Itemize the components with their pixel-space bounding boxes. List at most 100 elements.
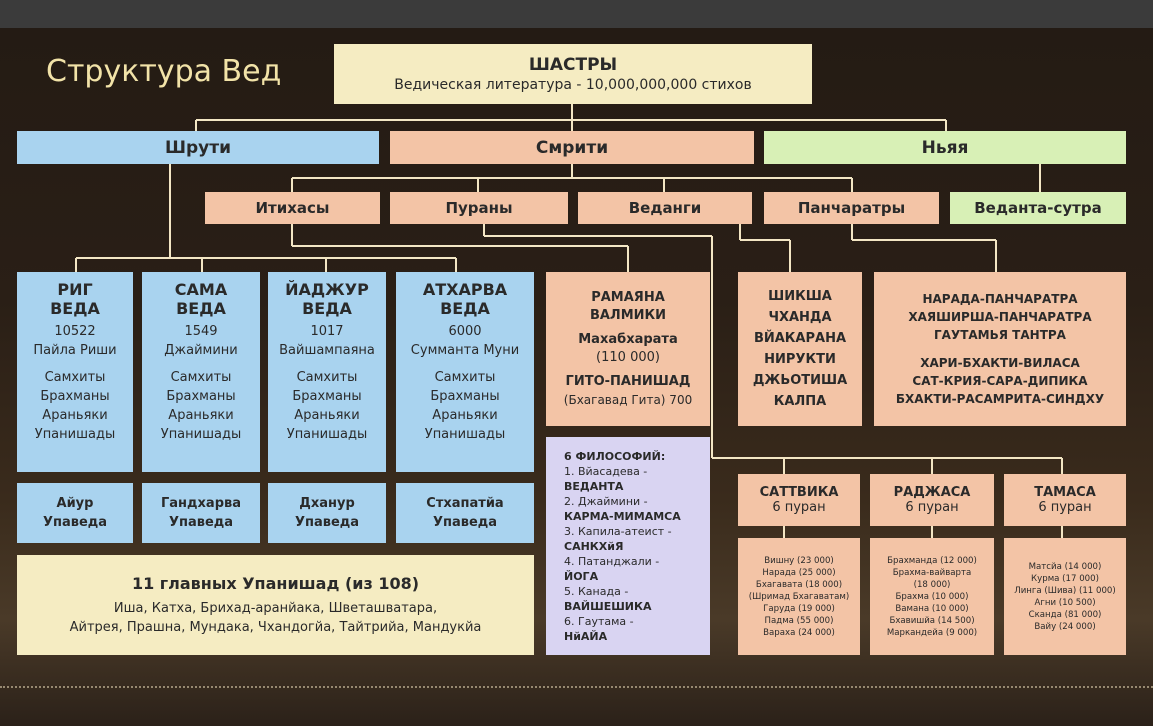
philosophy-name: ВЕДАНТА — [564, 479, 624, 493]
vedanga-item: ДЖЬОТИША — [752, 373, 848, 388]
veda-part: Упанишады — [160, 427, 242, 442]
purana-item: Агни (10 500) — [1034, 597, 1096, 608]
rajasa-box: РАДЖАСА 6 пуран — [870, 474, 994, 526]
upaveda-box: Айур Упаведа — [17, 483, 133, 543]
upaveda-box: Стхапатйа Упаведа — [396, 483, 534, 543]
vedanga-item: ЧХАНДА — [768, 310, 832, 325]
tamasa-list: Матсйа (14 000) Курма (17 000) Линга (Ши… — [1004, 538, 1126, 655]
purana-item: Брахма (10 000) — [895, 591, 969, 602]
veda-part: Брахманы — [430, 389, 500, 404]
veda-count: 1549 — [184, 324, 218, 339]
gitopanishad-label: ГИТО-ПАНИШАД — [565, 374, 691, 389]
vedanga-item: КАЛПА — [773, 394, 827, 409]
purana-item: Бхагавата (18 000) — [755, 579, 843, 590]
purana-item: Нарада (25 000) — [762, 567, 836, 578]
veda-person: Вайшампаяна — [279, 343, 375, 358]
pancharatra-item: БХАКТИ-РАСАМРИТА-СИНДХУ — [895, 392, 1105, 406]
veda-part: Самхиты — [296, 370, 358, 385]
veda-part: Араньяки — [42, 408, 108, 423]
guna-sub: 6 пуран — [772, 500, 826, 515]
purana-item: Падма (55 000) — [764, 615, 834, 626]
pancharatry-box: Панчаратры — [764, 192, 939, 224]
guna-name: САТТВИКА — [759, 485, 839, 500]
veda-name: ВЕДА — [50, 299, 100, 318]
purana-item: Сканда (81 000) — [1028, 609, 1102, 620]
page-title: Структура Вед — [46, 54, 282, 89]
purana-item: (Шримад Бхагаватам) — [748, 591, 850, 602]
vedanta-sutra-box: Веданта-сутра — [950, 192, 1126, 224]
veda-person: Пайла Риши — [33, 343, 117, 358]
philosophy-name: НйАЙА — [564, 629, 608, 643]
philosophy-author: 5. Канада - — [564, 584, 629, 598]
veda-part: Брахманы — [166, 389, 236, 404]
philosophy-author: 2. Джаймини - — [564, 494, 648, 508]
shastry-box: ШАСТРЫ Ведическая литература - 10,000,00… — [334, 44, 812, 104]
atharva-veda-box: АТХАРВА ВЕДА 6000 Сумманта Муни Самхиты … — [396, 272, 534, 472]
vedanga-item: ВЙАКАРАНА — [753, 331, 847, 346]
philosophy-author: 3. Капила-атеист - — [564, 524, 672, 538]
philosophy-name: САНКХйЯ — [564, 539, 624, 553]
purany-box: Пураны — [390, 192, 568, 224]
upanishads-line: Иша, Катха, Брихад-аранйака, Шветашватар… — [113, 600, 438, 616]
guna-name: РАДЖАСА — [893, 485, 971, 500]
smriti-box: Смрити — [390, 131, 754, 164]
veda-count: 6000 — [448, 324, 482, 339]
purana-item: Бхавишйа (14 500) — [889, 615, 975, 626]
pancharatra-item: ХАЯШИРША-ПАНЧАРАТРА — [908, 310, 1092, 324]
upaveda-label: Упаведа — [432, 515, 498, 530]
guna-name: ТАМАСА — [1034, 485, 1096, 500]
veda-part: Самхиты — [170, 370, 232, 385]
veda-part: Араньяки — [432, 408, 498, 423]
philosophy-author: 6. Гаутама - — [564, 614, 634, 628]
rajasa-list: Брахманда (12 000) Брахма-вайварта (18 0… — [870, 538, 994, 655]
upaveda-box: Гандхарва Упаведа — [142, 483, 260, 543]
philosophy-name: ЙОГА — [564, 569, 599, 583]
purana-item: Вайу (24 000) — [1034, 621, 1096, 632]
pancharatra-item: ГАУТАМЬЯ ТАНТРА — [934, 328, 1066, 342]
purana-item: Маркандейа (9 000) — [886, 627, 978, 638]
shruti-box: Шрути — [17, 131, 379, 164]
vedangi-box: Веданги — [578, 192, 752, 224]
vedanga-item: НИРУКТИ — [764, 352, 836, 367]
purana-item: Курма (17 000) — [1031, 573, 1099, 584]
valmiki-label: ВАЛМИКИ — [589, 308, 667, 323]
vedanga-detail-box: ШИКША ЧХАНДА ВЙАКАРАНА НИРУКТИ ДЖЬОТИША … — [738, 272, 862, 426]
veda-name: ВЕДА — [176, 299, 226, 318]
veda-count: 1017 — [310, 324, 344, 339]
purana-item: Брахманда (12 000) — [887, 555, 977, 566]
veda-name: ВЕДА — [302, 299, 352, 318]
philosophies-title: 6 ФИЛОСОФИЙ: — [564, 449, 666, 463]
veda-part: Араньяки — [168, 408, 234, 423]
purana-item: Вамана (10 000) — [895, 603, 969, 614]
upaveda-label: Упаведа — [42, 515, 108, 530]
veda-part: Упанишады — [34, 427, 116, 442]
purana-item: Матсйа (14 000) — [1028, 561, 1102, 572]
purana-item: Вишну (23 000) — [764, 555, 834, 566]
dotted-divider — [0, 686, 1153, 690]
veda-part: Брахманы — [292, 389, 362, 404]
upaveda-label: Упаведа — [294, 515, 360, 530]
itihasy-box: Итихасы — [205, 192, 380, 224]
shastry-subtitle: Ведическая литература - 10,000,000,000 с… — [394, 77, 752, 93]
gita-count: (Бхагавад Гита) 700 — [563, 393, 693, 407]
upanishads-title: 11 главных Упанишад (из 108) — [131, 573, 420, 593]
shastry-title: ШАСТРЫ — [528, 55, 618, 75]
purana-item: Гаруда (19 000) — [763, 603, 835, 614]
upaveda-label: Упаведа — [168, 515, 234, 530]
vedanga-item: ШИКША — [768, 289, 832, 304]
philosophy-author: 4. Патанджали - — [564, 554, 660, 568]
veda-part: Брахманы — [40, 389, 110, 404]
sattvika-box: САТТВИКА 6 пуран — [738, 474, 860, 526]
philosophy-name: ВАЙШЕШИКА — [564, 599, 652, 613]
guna-sub: 6 пуран — [1038, 500, 1092, 515]
philosophy-name: КАРМА-МИМАМСА — [564, 509, 681, 523]
pancharatra-item: ХАРИ-БХАКТИ-ВИЛАСА — [920, 356, 1080, 370]
upanishads-box: 11 главных Упанишад (из 108) Иша, Катха,… — [17, 555, 534, 655]
pancharatra-item: НАРАДА-ПАНЧАРАТРА — [922, 292, 1078, 306]
upaveda-name: Айур — [56, 496, 94, 511]
purana-item: (18 000) — [913, 579, 951, 590]
ramayana-label: РАМАЯНА — [591, 290, 665, 305]
yajur-veda-box: ЙАДЖУР ВЕДА 1017 Вайшампаяна Самхиты Бра… — [268, 272, 386, 472]
itihasa-detail-box: РАМАЯНА ВАЛМИКИ Махабхарата (110 000) ГИ… — [546, 272, 710, 426]
